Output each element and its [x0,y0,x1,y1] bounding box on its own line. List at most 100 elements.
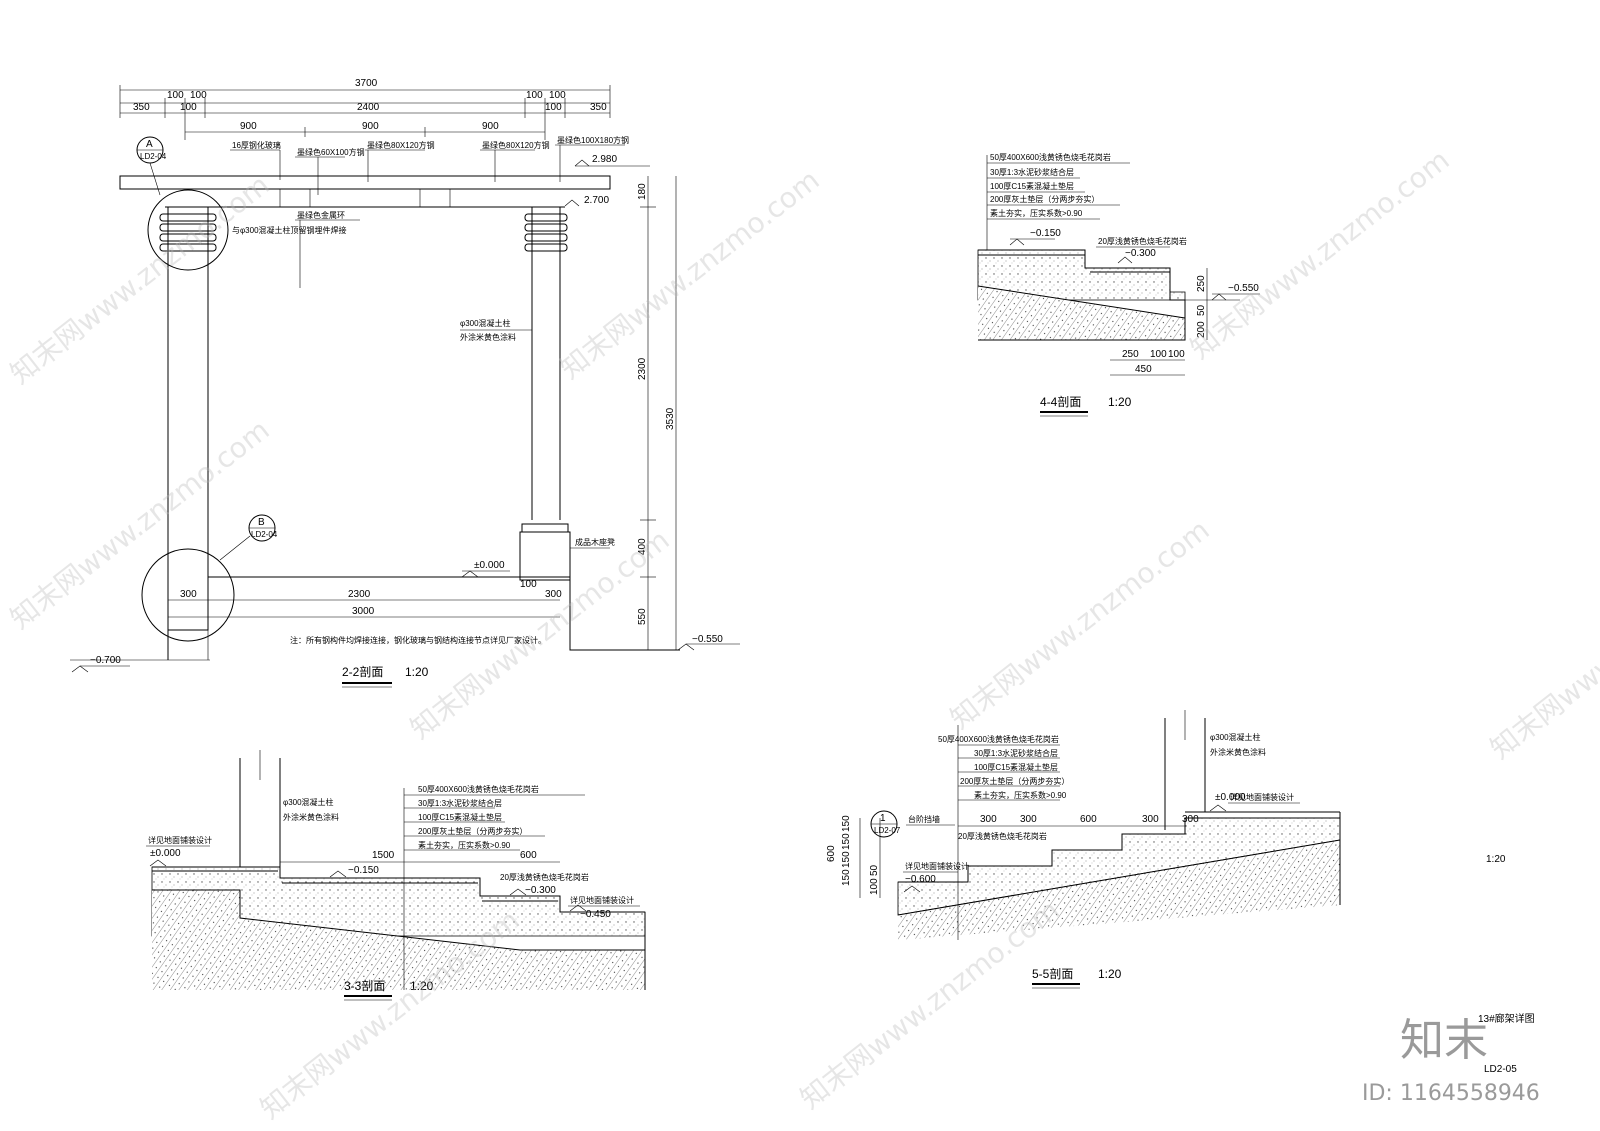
section-5-5: φ300混凝土柱 外涂米黄色涂料 50厚400X600浅黄锈色烧毛花岗岩 30厚… [826,710,1341,989]
elev-44-2: −0.300 [1125,248,1156,259]
label-steel60: 墨绿色60X100方钢 [297,147,365,157]
note-steel: 注：所有钢构件均焊接连接，钢化玻璃与钢结构连接节点详见厂家设计。 [290,635,546,645]
callout-1-ref: LD2-07 [874,826,901,835]
hdim-33-1500: 1500 [372,850,395,861]
watermark-1: 知末网www.znzmo.com [4,168,276,390]
note-33-right: 详见地面铺装设计 [570,895,634,905]
label-glass: 16厚钢化玻璃 [232,140,281,150]
vdim-55-600: 600 [826,845,837,862]
vdim-2300: 2300 [637,357,648,380]
vdim-55-150d: 150 [841,869,852,886]
label-connect: 与φ300混凝土柱顶留钢埋件焊接 [232,225,347,235]
hdim-33-600: 600 [520,850,537,861]
vdim-55-50: 50 [869,864,880,876]
dim-r4-2: 900 [362,121,379,132]
layer-44-3: 100厚C15素混凝土垫层 [990,181,1074,191]
scale-2-2: 1:20 [405,665,429,679]
layer-44-2: 30厚1:3水泥砂浆结合层 [990,167,1074,177]
title-3-3: 3-3剖面 [344,979,385,993]
elev-beam: 2.700 [584,195,609,206]
layer-33-2: 30厚1:3水泥砂浆结合层 [418,798,502,808]
vdim-44-250: 250 [1196,275,1207,292]
vdim-44-50: 50 [1196,304,1207,316]
elev-left: −0.700 [90,655,121,666]
bdim-100: 100 [520,579,537,590]
hdim-55-4: 300 [1142,814,1159,825]
elev-33-1: −0.150 [348,865,379,876]
title-4-4: 4-4剖面 [1040,395,1081,409]
vdim-55-150a: 150 [841,815,852,832]
label-55-step: 20厚浅黄锈色烧毛花岗岩 [958,831,1047,841]
bdim-3000: 3000 [352,606,375,617]
vdim-400: 400 [637,538,648,555]
dim-r3-3: 2400 [357,102,380,113]
layer-33-1: 50厚400X600浅黄锈色烧毛花岗岩 [418,784,539,794]
note-55-right: 详见地面铺装设计 [1230,792,1294,802]
callout-a-letter: A [146,139,153,150]
callout-a-ref: LD2-04 [140,152,167,161]
layer-44-1: 50厚400X600浅黄锈色烧毛花岗岩 [990,152,1111,162]
elev-55-1: −0.600 [905,874,936,885]
scale-3-3: 1:20 [410,979,434,993]
label-33-col2: 外涂米黄色涂料 [283,812,339,822]
dim-r2-1: 100 [167,90,184,101]
label-44-step: 20厚浅黄锈色烧毛花岗岩 [1098,236,1187,246]
layer-33-3: 100厚C15素混凝土垫层 [418,812,502,822]
elev-33-0: ±0.000 [150,848,181,859]
sheet-name: 13#廊架详图 [1478,1012,1535,1025]
callout-b-ref: LD2-04 [251,530,278,539]
watermark-7: 知末网www.znzmo.com [1484,543,1600,765]
dim-r4-3: 900 [482,121,499,132]
elev-55-0: ±0.000 [1215,792,1246,803]
elev-right: −0.550 [692,634,723,645]
bdim-300a: 300 [180,589,197,600]
section-2-2: 3700 100 100 100 100 350 100 2400 100 35… [70,78,740,688]
label-steel100: 墨绿色100X180方钢 [557,135,629,145]
label-bench: 成品木座凳 [575,537,615,547]
bdim-300b: 300 [545,589,562,600]
detail-circle-b [141,548,235,642]
watermark-5: 知末网www.znzmo.com [404,523,676,745]
note-55-left: 详见地面铺装设计 [905,861,969,871]
label-col2: 外涂米黄色涂料 [460,332,516,342]
hdim-44-450: 450 [1135,364,1152,375]
section-4-4: 50厚400X600浅黄锈色烧毛花岗岩 30厚1:3水泥砂浆结合层 100厚C1… [977,152,1260,417]
hdim-55-1: 300 [980,814,997,825]
watermark-3: 知末网www.znzmo.com [1184,143,1456,365]
dim-r2-3: 100 [526,90,543,101]
dim-r2-2: 100 [190,90,207,101]
hdim-55-2: 300 [1020,814,1037,825]
sheet-scale: 1:20 [1486,854,1506,865]
vdim-3530: 3530 [665,407,676,430]
vdim-55-150c: 150 [841,851,852,868]
label-ring: 墨绿色金属环 [297,210,345,220]
elev-33-2: −0.300 [525,885,556,896]
label-steel80a: 墨绿色80X120方钢 [367,140,435,150]
label-55-col2: 外涂米黄色涂料 [1210,747,1266,757]
elev-33-3: −0.450 [580,909,611,920]
dim-r3-1: 350 [133,102,150,113]
callout-b-letter: B [258,517,265,528]
layer-33-4: 200厚灰土垫层（分两步夯实） [418,826,527,836]
layer-55-2: 30厚1:3水泥砂浆结合层 [974,748,1058,758]
elev-44-3: −0.550 [1228,283,1259,294]
elev-top: 2.980 [592,154,617,165]
section-3-3: φ300混凝土柱 外涂米黄色涂料 50厚400X600浅黄锈色烧毛花岗岩 30厚… [146,750,646,1001]
watermark-4: 知末网www.znzmo.com [4,413,276,635]
layer-55-1: 50厚400X600浅黄锈色烧毛花岗岩 [938,734,1059,744]
watermark-6: 知末网www.znzmo.com [944,513,1216,735]
layer-33-5: 素土夯实，压实系数>0.90 [418,840,511,850]
layer-55-5: 素土夯实，压实系数>0.90 [974,790,1067,800]
sheet-code: LD2-05 [1484,1064,1517,1075]
label-55-col1: φ300混凝土柱 [1210,732,1261,742]
callout-1-number: 1 [880,813,886,824]
label-33-step: 20厚浅黄锈色烧毛花岗岩 [500,872,589,882]
scale-5-5: 1:20 [1098,967,1122,981]
image-id: ID: 1164558946 [1362,1081,1540,1106]
vdim-180: 180 [637,183,648,200]
dim-r3-2: 100 [180,102,197,113]
label-55-wall: 台阶挡墙 [908,814,940,824]
layer-55-4: 200厚灰土垫层（分两步夯实） [960,776,1069,786]
